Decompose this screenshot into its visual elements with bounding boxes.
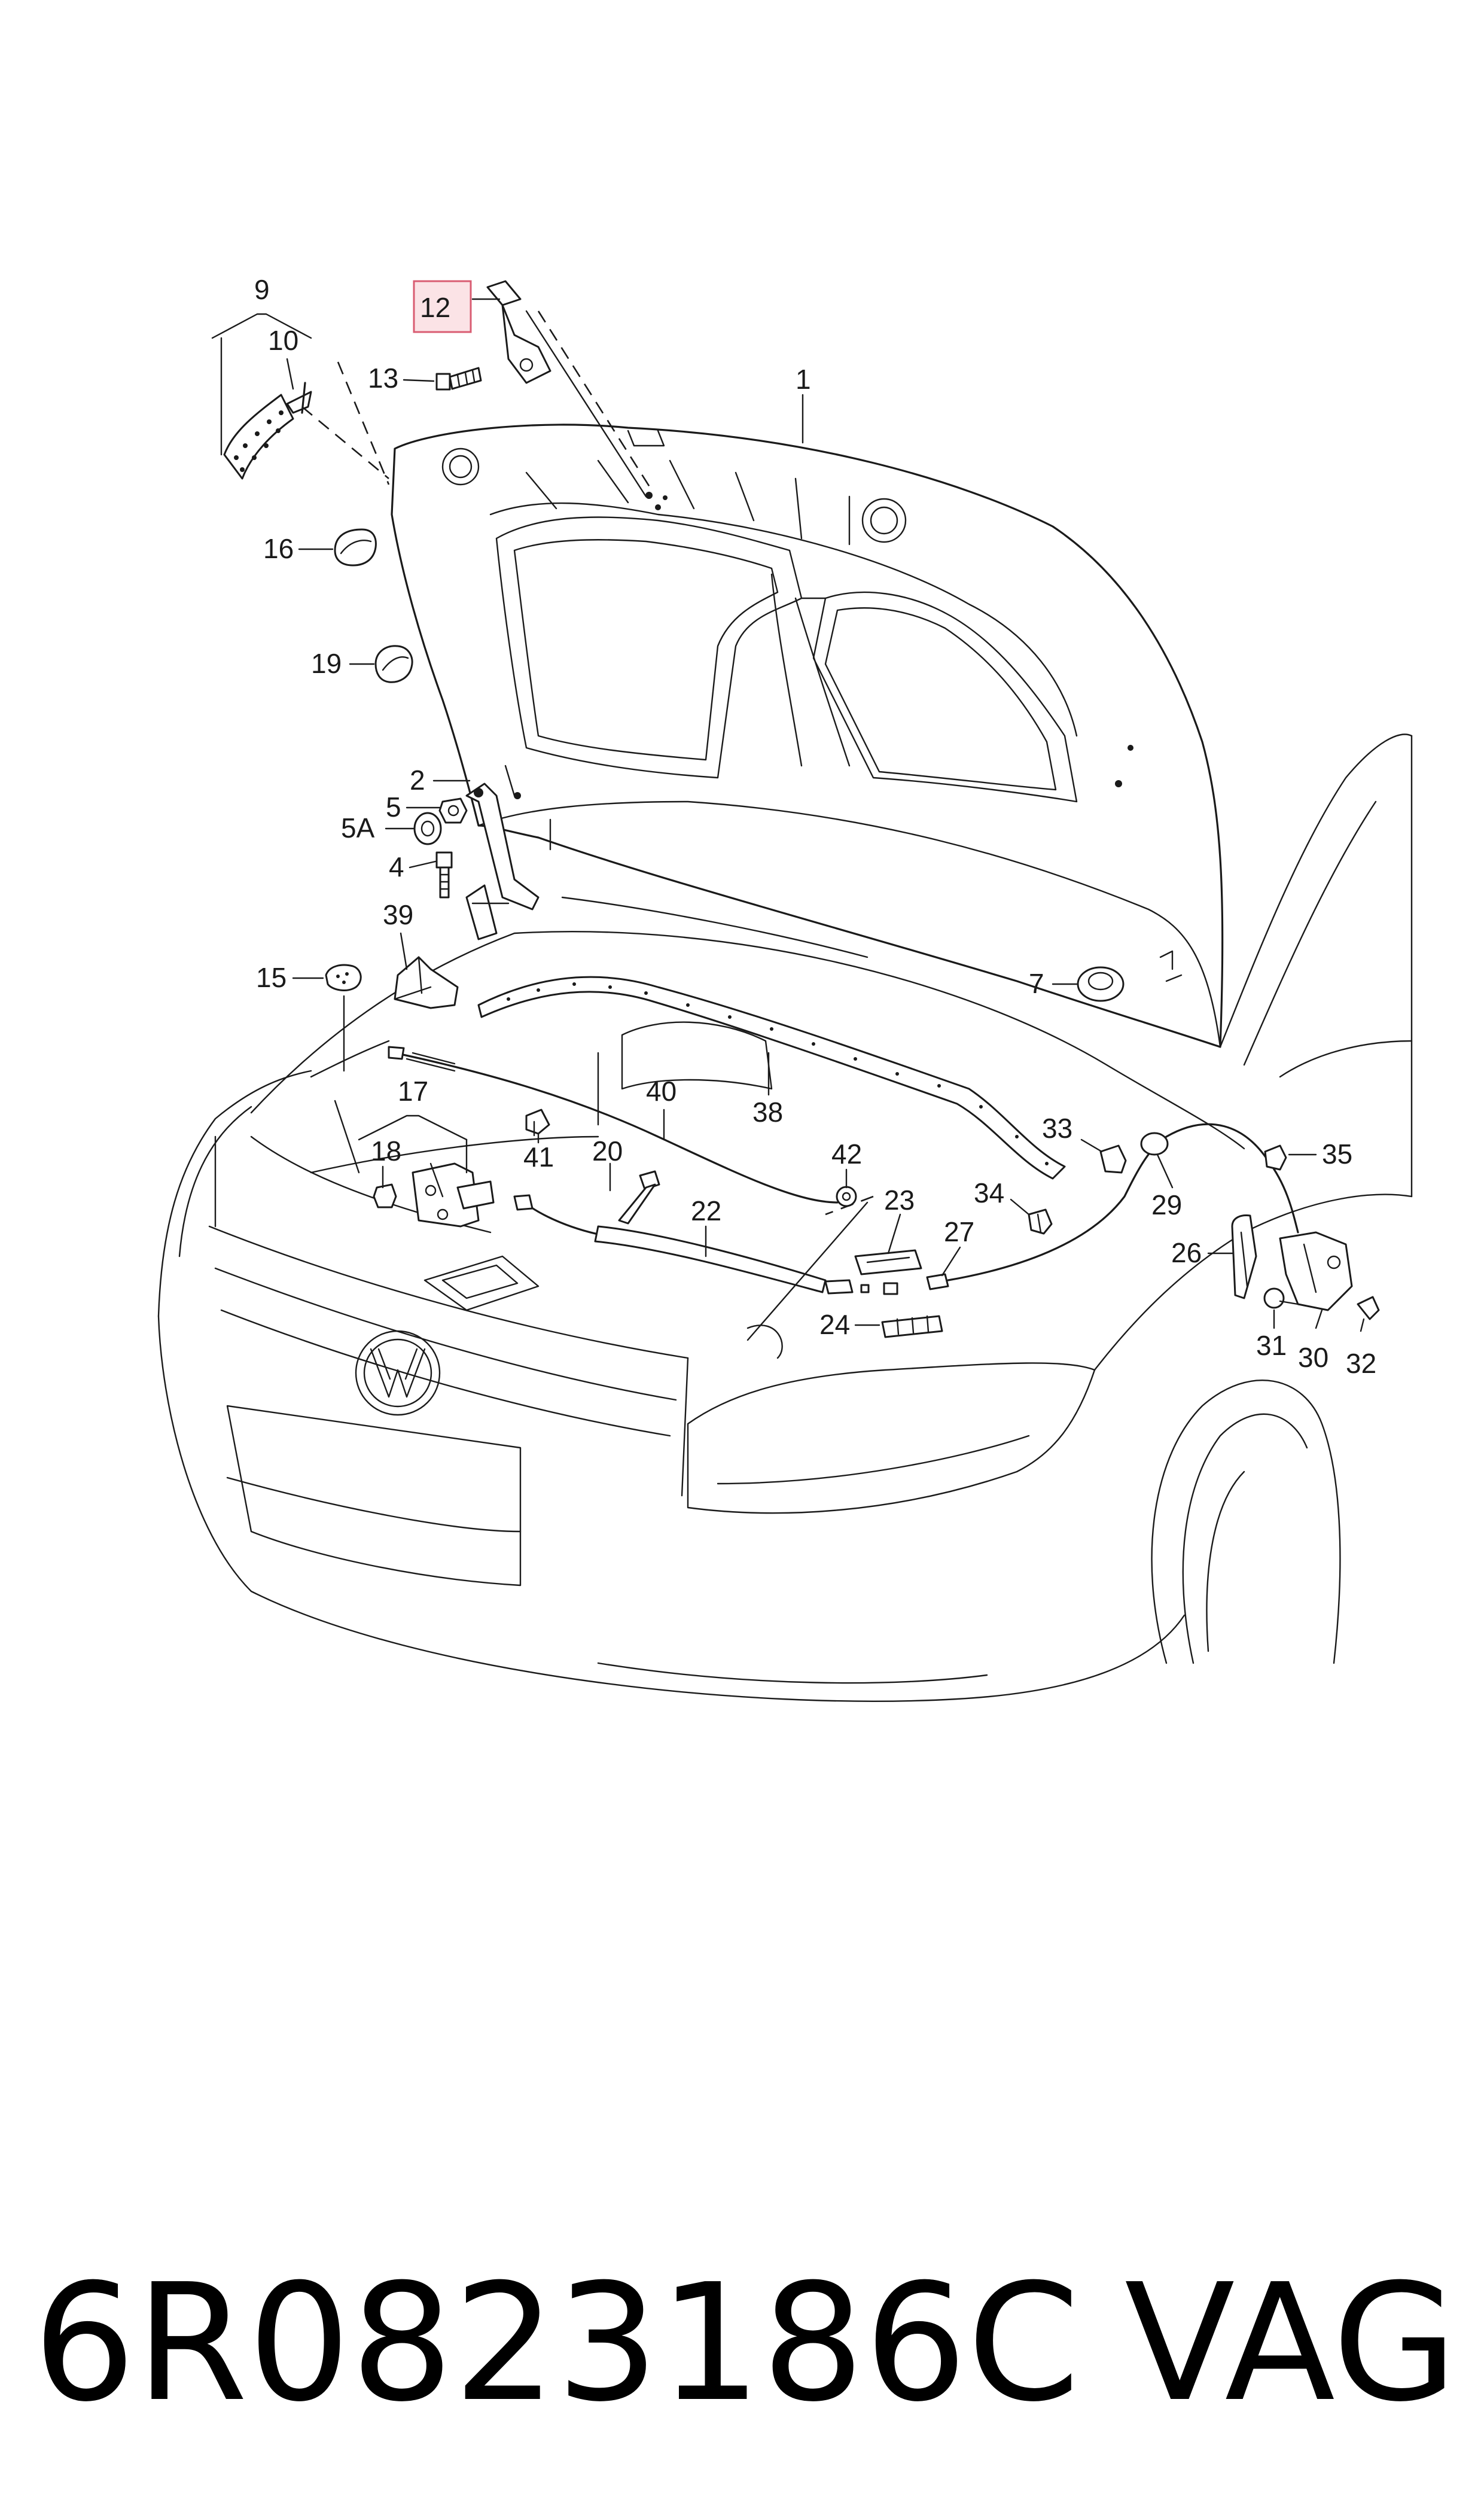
bolt-part-20: [618, 1170, 660, 1225]
clip-part-41: [525, 1109, 550, 1137]
buffer-part-19: [374, 645, 413, 683]
callout-10: 10: [268, 325, 298, 356]
callout-16: 16: [263, 533, 294, 564]
buffer-part-12: [486, 280, 551, 384]
buffer-part-16: [334, 528, 377, 567]
nut-part-18: [373, 1183, 397, 1208]
clip-part-34: [1028, 1208, 1053, 1235]
callout-34: 34: [974, 1177, 1004, 1208]
clip-part-33: [1099, 1144, 1127, 1174]
callout-12: 12: [420, 292, 450, 323]
callout-32: 32: [1346, 1348, 1376, 1379]
cable-part-40: [388, 1046, 839, 1204]
callout-13: 13: [368, 363, 398, 394]
bracket-part-30: [1279, 1231, 1353, 1311]
clip-part-32: [1357, 1296, 1380, 1320]
callout-2: 2: [410, 765, 425, 796]
holder-part-23: [854, 1249, 922, 1275]
callout-41: 41: [523, 1141, 554, 1173]
callout-20: 20: [592, 1135, 623, 1167]
washer-part-5a: [413, 812, 442, 845]
seal-strip-part-9: [223, 394, 294, 480]
highlight-box-12: [413, 280, 472, 333]
clip-part-42: [836, 1186, 857, 1207]
clip-part-15: [325, 964, 362, 991]
callout-30: 30: [1298, 1342, 1328, 1373]
callout-22: 22: [691, 1195, 721, 1226]
callout-39: 39: [383, 899, 413, 930]
clip-part-10: [286, 382, 312, 414]
callout-18: 18: [371, 1135, 401, 1167]
callout-27: 27: [944, 1216, 974, 1247]
callout-24: 24: [819, 1309, 850, 1340]
bolt-part-4: [435, 851, 453, 899]
bolt-part-13: [435, 367, 482, 391]
callout-35: 35: [1322, 1138, 1352, 1170]
callout-19: 19: [311, 648, 342, 679]
car-body-outline: [157, 733, 1413, 1702]
callout-5a: 5A: [341, 812, 375, 844]
leader-lines: [211, 298, 1365, 1341]
callout-7: 7: [1029, 968, 1044, 999]
callout-17: 17: [398, 1076, 428, 1107]
callout-38: 38: [752, 1097, 783, 1128]
callout-15: 15: [256, 962, 287, 993]
callout-9: 9: [254, 274, 270, 305]
callout-26: 26: [1171, 1237, 1202, 1268]
part-number: 6R0823186C: [33, 2249, 1080, 2437]
cable-part-27: [926, 1135, 1168, 1290]
callout-1: 1: [796, 364, 811, 395]
cover-part-39: [394, 956, 459, 1009]
callout-31: 31: [1256, 1330, 1287, 1361]
handle-part-26: [1231, 1214, 1257, 1299]
callout-29: 29: [1151, 1189, 1182, 1220]
nut-part-5: [438, 797, 468, 824]
callout-42: 42: [831, 1138, 862, 1170]
cable-part-22: [513, 1194, 854, 1295]
seal-part-38: [477, 976, 1066, 1180]
callout-33: 33: [1042, 1113, 1072, 1144]
brand-name: VAG: [1125, 2249, 1458, 2437]
callout-23: 23: [884, 1185, 915, 1216]
vw-logo: [355, 1330, 441, 1416]
callout-labels: 12 9 10 13 1 16 19 2 5 5A 4 39 15 7 17 4…: [254, 274, 1376, 1379]
callout-4: 4: [389, 851, 404, 882]
callout-40: 40: [646, 1076, 677, 1107]
bonnet-panel: [391, 424, 1224, 1048]
lock-part-17: [412, 1162, 495, 1228]
bonnet-hinge: [465, 765, 540, 940]
grommet-part-7: [1077, 966, 1125, 1002]
callout-5: 5: [386, 791, 401, 823]
clip-part-35: [1264, 1144, 1287, 1171]
handle-part-24: [860, 1282, 943, 1338]
screw-part-31: [1263, 1287, 1299, 1309]
